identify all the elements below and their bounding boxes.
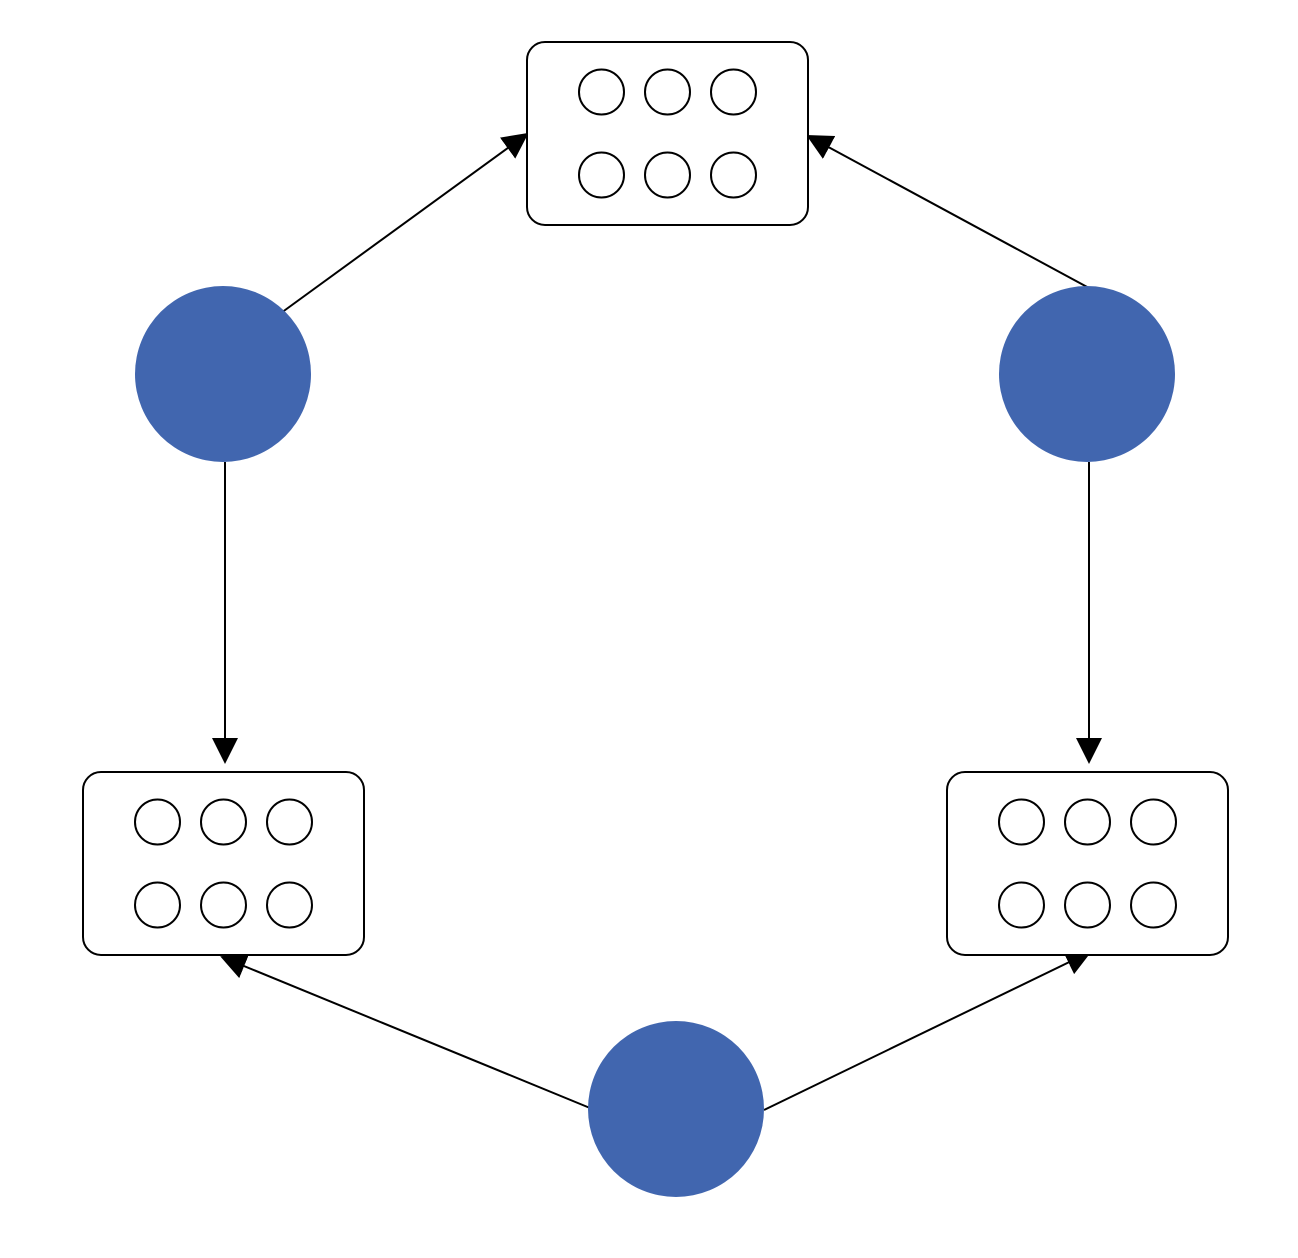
edges-layer: [212, 132, 1102, 1111]
box-left-slot-4: [134, 881, 181, 929]
box-top-slot-3: [710, 68, 757, 116]
box-left-slot-5: [200, 881, 247, 929]
arrow-hub-right-to-box-top: [806, 135, 1090, 289]
box-right-slot-4: [998, 881, 1045, 929]
box-top-slot-5: [644, 151, 691, 199]
box-left-slot-3: [266, 798, 313, 846]
box-right-slot-6: [1130, 881, 1177, 929]
arrow-hub-left-to-box-top: [280, 132, 529, 314]
box-right-slot-3: [1130, 798, 1177, 846]
hub-right-node: [999, 286, 1175, 462]
box-top-slot-4: [578, 151, 625, 199]
box-right-container: [946, 771, 1229, 956]
box-left-slot-2: [200, 798, 247, 846]
box-top-slot-2: [644, 68, 691, 116]
containers-layer: [82, 41, 1229, 956]
box-top-slot-1: [578, 68, 625, 116]
box-right-slot-2: [1064, 798, 1111, 846]
box-right-slot-5: [1064, 881, 1111, 929]
hubs-layer: [135, 286, 1175, 1197]
box-top-slot-6: [710, 151, 757, 199]
arrow-hub-bottom-to-box-right: [763, 950, 1092, 1111]
box-right-slot-1: [998, 798, 1045, 846]
arrow-hub-bottom-to-box-left: [220, 954, 591, 1109]
hub-left-node: [135, 286, 311, 462]
box-top-container: [526, 41, 809, 226]
box-left-slot-6: [266, 881, 313, 929]
box-left-container: [82, 771, 365, 956]
box-left-slot-1: [134, 798, 181, 846]
hub-bottom-node: [588, 1021, 764, 1197]
